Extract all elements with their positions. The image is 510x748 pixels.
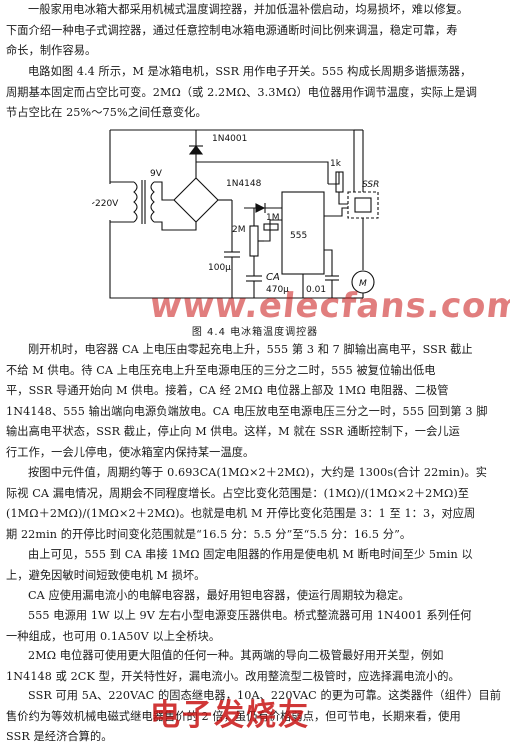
label-cap-ca: CA	[266, 272, 280, 283]
text-line: 1N4148 或 2CK 型，开关特性好，漏电流小。改用整流型二极管时，应选择漏…	[6, 669, 460, 683]
text-line: 节占空比在 25%～75%之间任意变化。	[6, 106, 207, 119]
text-line: CA 应使用漏电流小的电解电容器，最好用钽电容器，使运行周期较为稳定。	[28, 589, 410, 602]
text-line: SSR 可用 5A、220VAC 的固态继电器，10A、220VAC 的更为可靠…	[28, 689, 502, 702]
label-cap-001: 0.01	[306, 285, 326, 295]
label-1n4001: 1N4001	[212, 134, 247, 144]
text-line: (1MΩ＋2MΩ)/(1MΩ×2＋2MΩ)。也就是电机 M 开停比变化范围是 3…	[6, 507, 476, 520]
paragraph-circuit-overview: 电路如图 4.4 所示，M 是冰箱电机，SSR 用作电子开关。555 构成长周期…	[6, 62, 504, 124]
paragraph-capacitor-note: CA 应使用漏电流小的电解电容器，最好用钽电容器，使运行周期较为稳定。	[6, 586, 504, 607]
paragraph-operation: 刚开机时，电容器 CA 上电压由零起充电上升，555 第 3 和 7 脚输出高电…	[6, 340, 504, 463]
label-cap-470u: 470μ	[266, 285, 289, 295]
label-ac-source: ～220V	[92, 199, 119, 209]
circuit-diagram: 1N4001 ～220V 9V 1N4148 1M 2M 555 1k SSR …	[86, 120, 432, 318]
label-resistor-1m: 1M	[266, 213, 280, 223]
text-line: 售价约为等效机械电磁式继电器售价的 2 倍，虽仍有价格弱点，但可节电，长期来看，…	[6, 709, 461, 723]
text-line: 电路如图 4.4 所示，M 是冰箱电机，SSR 用作电子开关。555 构成长周期…	[28, 65, 472, 78]
text-line: 555 电源用 1W 以上 9V 左右小型电源变压器供电。桥式整流器可用 1N4…	[28, 609, 472, 622]
label-resistor-1k: 1k	[330, 159, 342, 169]
text-line: 刚开机时，电容器 CA 上电压由零起充电上升，555 第 3 和 7 脚输出高电…	[28, 343, 473, 356]
paragraph-resistor-purpose: 由上可见，555 到 CA 串接 1MΩ 固定电阻器的作用是使电机 M 断电时间…	[6, 545, 504, 586]
text-line: 下面介绍一种电子式调控器，通过任意控制电冰箱电源通断时间比例来调温，稳定可靠，寿	[6, 23, 458, 37]
text-line: 期 22min 的开停比时间变化范围就是“16.5 分：5.5 分”至“5.5 …	[6, 527, 412, 541]
text-line: 上，避免因敏时间短致使电机 M 损坏。	[6, 568, 206, 582]
circuit-schematic: 1N4001 ～220V 9V 1N4148 1M 2M 555 1k SSR …	[86, 129, 379, 299]
text-line: 行工作，一会儿停电，使冰箱室内保持某一温度。	[6, 445, 255, 459]
label-transformer-9v: 9V	[150, 169, 163, 179]
watermark-top: www.elecfans.com	[147, 286, 510, 326]
text-line: 一般家用电冰箱大都采用机械式温度调控器，并加低温补偿启动，均易损坏，难以修复。	[28, 3, 469, 16]
text-line: 输出高电平状态，SSR 截止，停止向 M 供电。这样，M 就在 SSR 通断控制…	[6, 425, 460, 438]
paragraph-power-supply: 555 电源用 1W 以上 9V 左右小型电源变压器供电。桥式整流器可用 1N4…	[6, 606, 504, 647]
label-ic-555: 555	[290, 231, 307, 241]
text-line: 按图中元件值，周期约等于 0.693CA(1MΩ×2＋2MΩ)，大约是 1300…	[28, 466, 488, 479]
label-cap-100u: 100μ	[208, 263, 231, 273]
paragraph-potentiometer: 2MΩ 电位器可使用更大阻值的任何一种。其两端的导向二极管最好用开关型，例如 1N…	[6, 646, 504, 687]
text-line: 命长，制作容易。	[6, 44, 97, 57]
text-line: 1N4148、555 输出端向电源负端放电。CA 电压放电至电源电压三分之一时，…	[6, 404, 488, 418]
label-ssr: SSR	[362, 180, 379, 190]
watermark-bottom: 电子发烧友	[150, 698, 310, 733]
paragraph-period: 按图中元件值，周期约等于 0.693CA(1MΩ×2＋2MΩ)，大约是 1300…	[6, 463, 504, 545]
paragraph-intro: 一般家用电冰箱大都采用机械式温度调控器，并加低温补偿启动，均易损坏，难以修复。下…	[6, 0, 504, 62]
document-page: 一般家用电冰箱大都采用机械式温度调控器，并加低温补偿启动，均易损坏，难以修复。下…	[6, 0, 510, 743]
figure-caption: 图 4.4 电冰箱温度调控器	[191, 327, 319, 338]
text-line: 一种组成，也可用 0.1A50V 以上全桥块。	[6, 629, 221, 643]
label-1n4148: 1N4148	[226, 179, 262, 189]
text-line: 平，SSR 导通开始向 M 供电。接着，CA 经 2MΩ 电位器上部及 1MΩ …	[6, 384, 449, 397]
label-motor-m: M	[359, 279, 367, 289]
text-line: 由上可见，555 到 CA 串接 1MΩ 固定电阻器的作用是使电机 M 断电时间…	[28, 548, 473, 561]
text-line: 际视 CA 漏电情况，周期会不同程度增长。占空比变化范围是：(1MΩ)/(1MΩ…	[6, 486, 470, 500]
text-line: 周期基本固定而占空比可变。2MΩ（或 2.2MΩ、3.3MΩ）电位器用作调节温度…	[6, 85, 478, 99]
text-line: 2MΩ 电位器可使用更大阻值的任何一种。其两端的导向二极管最好用开关型，例如	[28, 649, 444, 662]
text-line: 不给 M 供电。待 CA 上电压充电上升至电源电压的三分之二时，555 被复位输…	[6, 363, 436, 377]
label-pot-2m: 2M	[232, 225, 246, 235]
